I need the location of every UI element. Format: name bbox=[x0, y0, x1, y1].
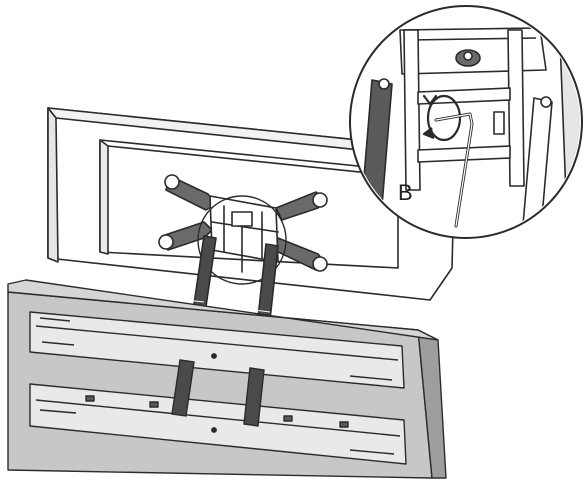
zoom-source-circle bbox=[197, 195, 287, 285]
rotate-arrow-icon bbox=[422, 94, 462, 142]
rail-upper bbox=[29, 311, 405, 389]
wall-plate bbox=[29, 311, 407, 465]
vesa-bracket bbox=[158, 174, 328, 273]
zoom-callout: B bbox=[349, 5, 583, 239]
tv-inner-bevel bbox=[99, 139, 109, 255]
rail-lower bbox=[29, 383, 407, 465]
arm-overlays bbox=[171, 359, 265, 427]
allen-key-icon bbox=[434, 112, 474, 228]
wall-top bbox=[7, 279, 439, 341]
tv-left-bevel bbox=[47, 107, 59, 263]
callout-label-b: B bbox=[398, 180, 413, 205]
center-plate bbox=[209, 195, 279, 263]
